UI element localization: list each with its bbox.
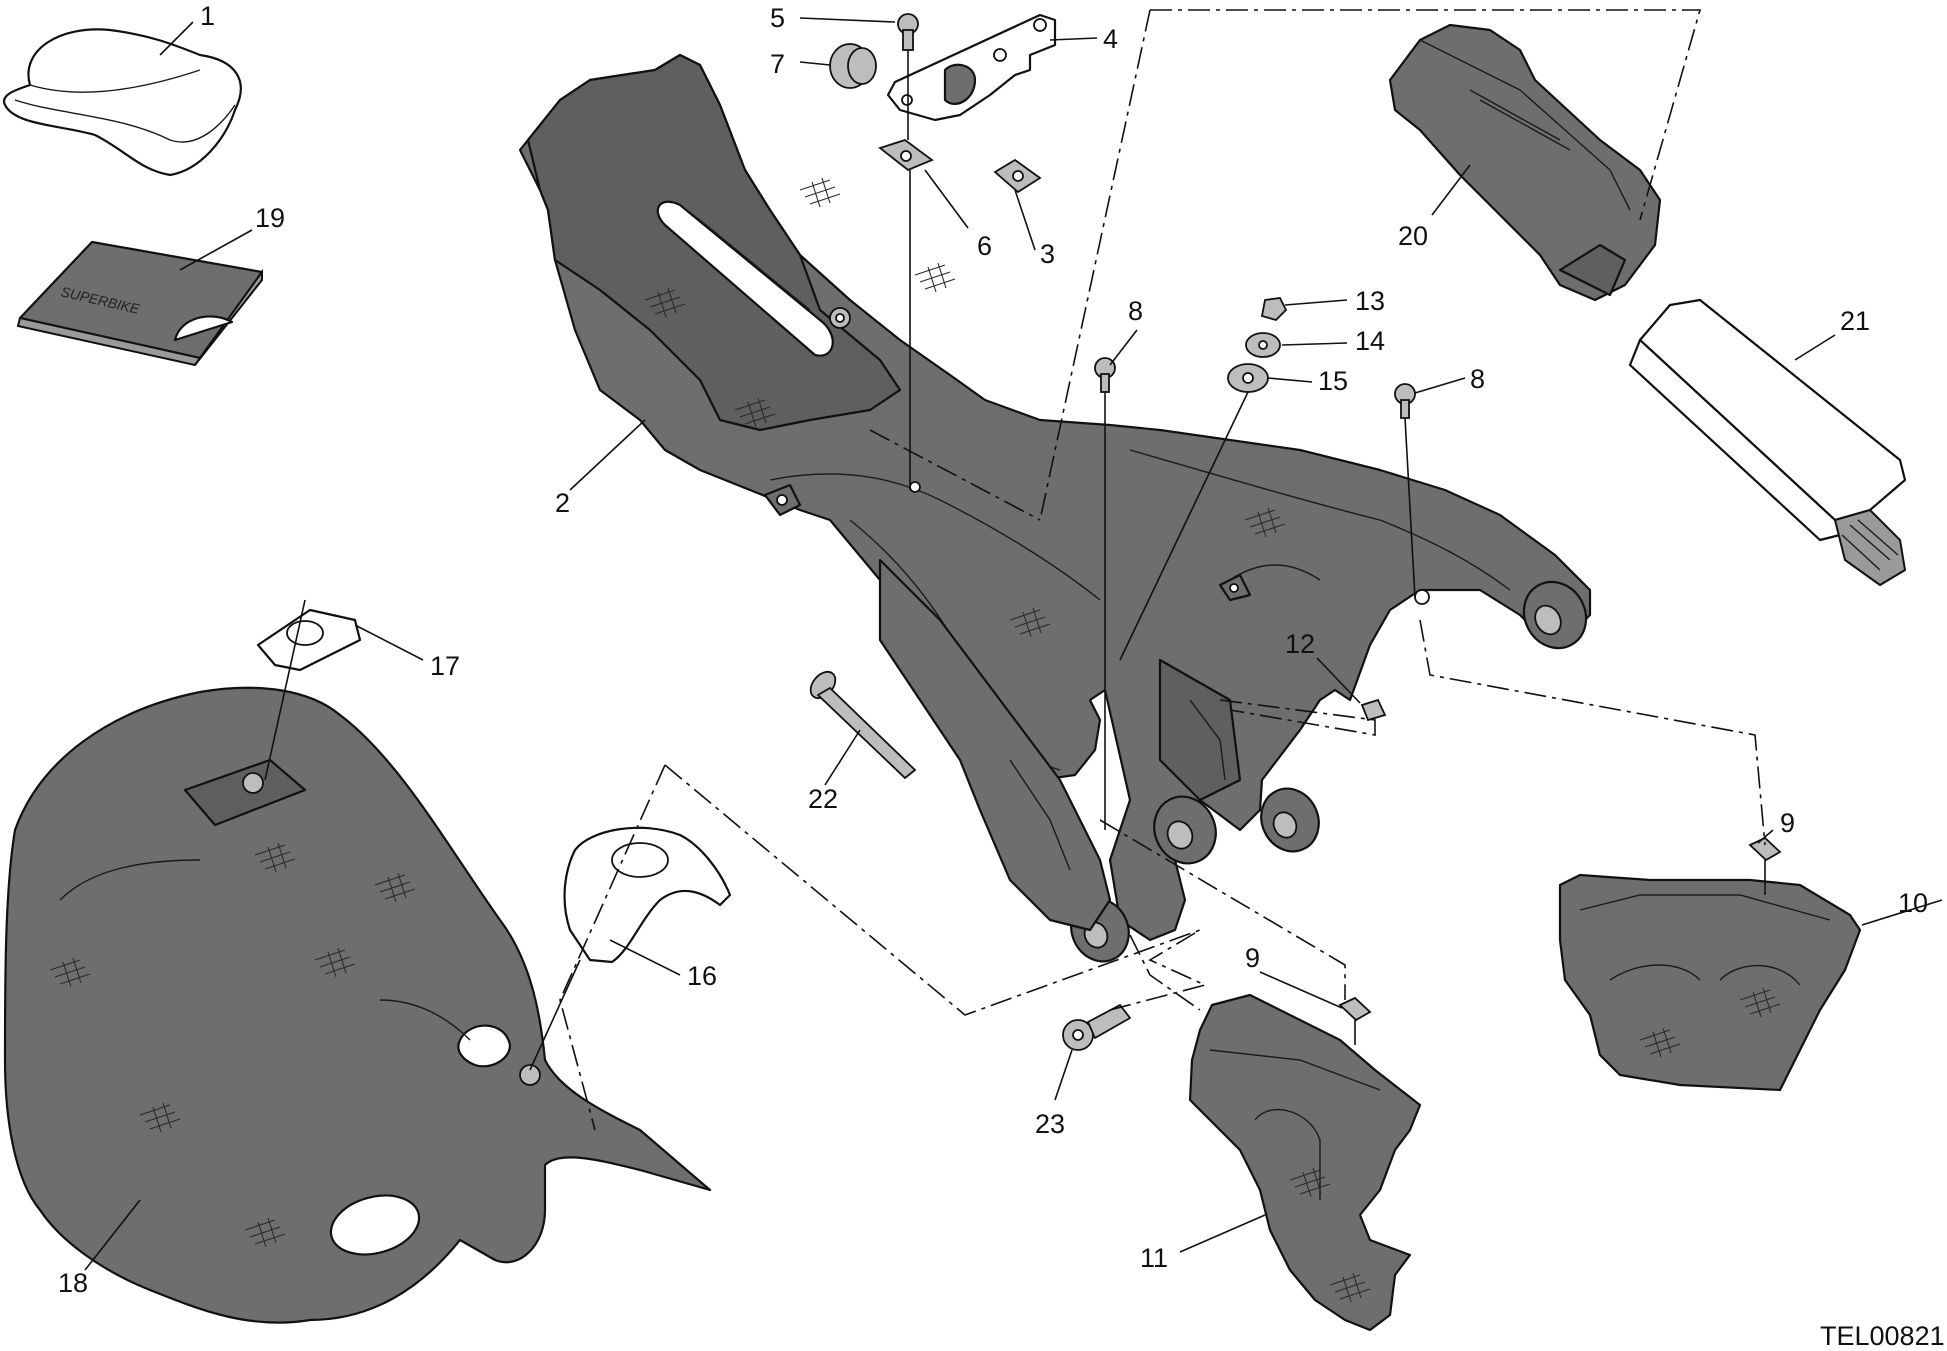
callout-17: 17 xyxy=(430,651,460,681)
callout-5: 5 xyxy=(770,3,785,33)
callout-11: 11 xyxy=(1140,1243,1168,1273)
callout-19: 19 xyxy=(255,203,285,233)
callout-8-right: 8 xyxy=(1470,364,1485,394)
callout-7: 7 xyxy=(770,49,785,79)
owners-manual-part: SUPERBIKE xyxy=(16,240,264,367)
callout-22: 22 xyxy=(808,784,838,814)
callout-23: 23 xyxy=(1035,1109,1065,1139)
cover-11-part xyxy=(1188,993,1422,1332)
clip-17-part xyxy=(256,608,362,672)
callout-16: 16 xyxy=(687,961,717,991)
side-panel-18-part xyxy=(3,686,712,1324)
assembly-lines xyxy=(559,9,1766,1131)
tail-module-part xyxy=(1388,23,1662,302)
electronic-box-part xyxy=(1628,298,1907,587)
rear-undertray-part xyxy=(518,53,1592,963)
callout-21: 21 xyxy=(1840,306,1870,336)
callout-leaders xyxy=(84,17,1943,1271)
drawing-reference-code: TEL00821 xyxy=(1820,1321,1945,1351)
callout-14: 14 xyxy=(1355,326,1385,356)
callout-15: 15 xyxy=(1318,366,1348,396)
bracket-assembly-part xyxy=(829,13,1057,194)
callout-18: 18 xyxy=(58,1268,88,1298)
callout-labels: 1 19 2 5 7 4 6 3 8 13 14 15 8 20 21 12 1… xyxy=(58,1,1928,1298)
callout-10: 10 xyxy=(1898,888,1928,918)
callout-6: 6 xyxy=(977,231,992,261)
callout-4: 4 xyxy=(1103,24,1118,54)
fastener-axis-lines xyxy=(264,50,1766,1071)
callout-9-right: 9 xyxy=(1780,808,1795,838)
seat-pad-part xyxy=(2,28,242,177)
callout-20: 20 xyxy=(1398,221,1428,251)
heat-shield-16-part xyxy=(563,826,732,964)
cover-10-part xyxy=(1558,836,1862,1092)
callout-1: 1 xyxy=(200,1,215,31)
callout-12: 12 xyxy=(1285,629,1315,659)
callout-13: 13 xyxy=(1355,286,1385,316)
callout-8-left: 8 xyxy=(1128,296,1143,326)
callout-3: 3 xyxy=(1040,239,1055,269)
callout-2: 2 xyxy=(555,488,570,518)
callout-9-left: 9 xyxy=(1245,943,1260,973)
